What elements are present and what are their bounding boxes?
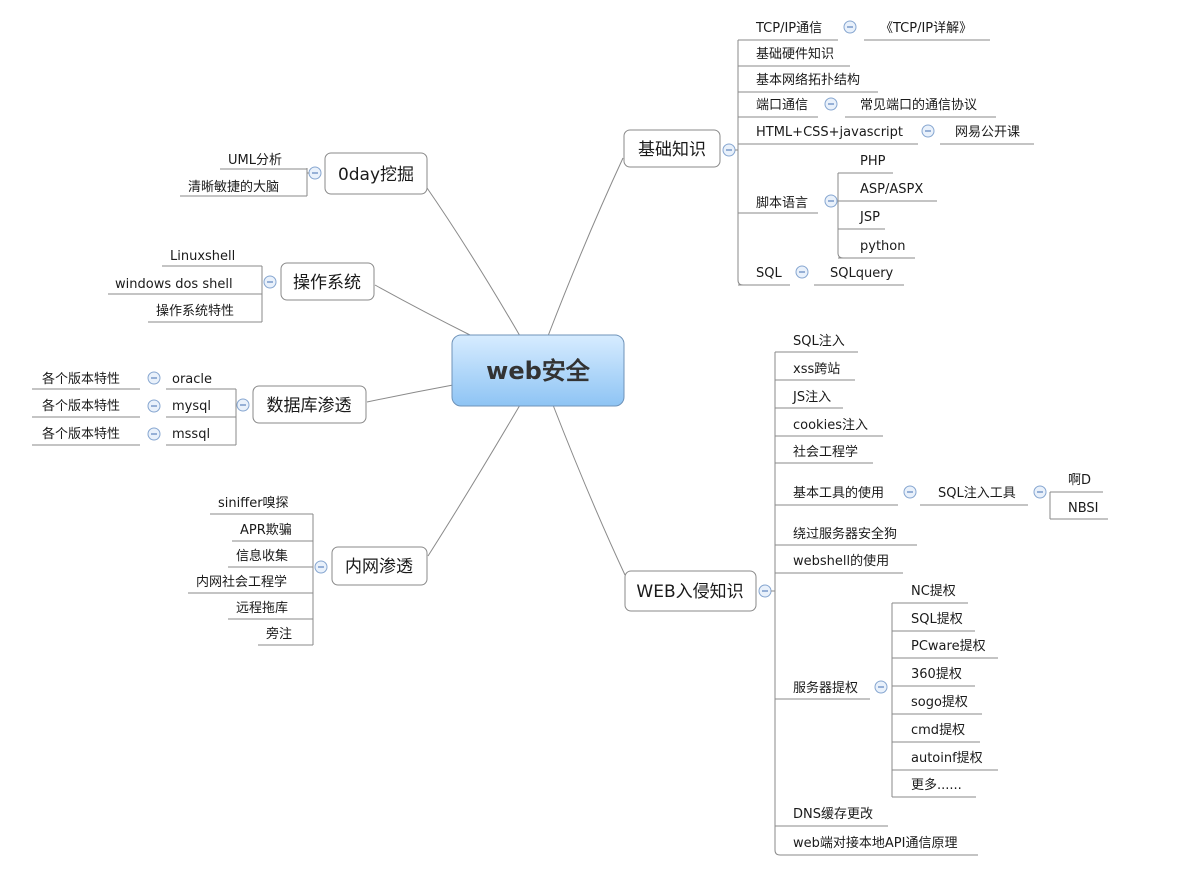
- leaf-script[interactable]: 脚本语言: [756, 195, 808, 211]
- node-db-label: 数据库渗透: [267, 396, 352, 416]
- collapse-toggle-icon[interactable]: [314, 560, 328, 574]
- collapse-toggle-icon[interactable]: [147, 427, 161, 441]
- leaf-social-engineering[interactable]: 社会工程学: [793, 444, 858, 460]
- leaf-tool-nbsi[interactable]: NBSI: [1068, 501, 1099, 516]
- leaf-basic-tools[interactable]: 基本工具的使用: [793, 485, 884, 501]
- leaf-sniffer[interactable]: siniffer嗅探: [218, 496, 289, 511]
- collapse-toggle-icon[interactable]: [758, 584, 772, 598]
- leaf-mysql[interactable]: mysql: [172, 399, 211, 414]
- node-db[interactable]: 数据库渗透: [252, 385, 367, 424]
- node-web[interactable]: WEB入侵知识: [624, 570, 757, 612]
- leaf-os-features[interactable]: 操作系统特性: [156, 303, 234, 319]
- leaf-webshell[interactable]: webshell的使用: [793, 553, 889, 569]
- collapse-toggle-icon[interactable]: [824, 194, 838, 208]
- collapse-toggle-icon[interactable]: [843, 20, 857, 34]
- leaf-topology[interactable]: 基本网络拓扑结构: [756, 72, 860, 88]
- leaf-privesc-autoinf[interactable]: autoinf提权: [911, 750, 983, 766]
- node-os[interactable]: 操作系统: [280, 262, 375, 301]
- 0day-branch-lines: [180, 167, 309, 197]
- root-connectors: [366, 157, 626, 576]
- node-basics[interactable]: 基础知识: [623, 129, 721, 168]
- node-0day-label: 0day挖掘: [338, 165, 414, 185]
- collapse-toggle-icon[interactable]: [874, 680, 888, 694]
- leaf-info-gathering[interactable]: 信息收集: [236, 548, 288, 564]
- collapse-toggle-icon[interactable]: [795, 265, 809, 279]
- leaf-bypass-safedog[interactable]: 绕过服务器安全狗: [793, 526, 897, 542]
- leaf-privesc-sogo[interactable]: sogo提权: [911, 694, 968, 710]
- node-intranet-label: 内网渗透: [345, 557, 413, 577]
- leaf-dos-shell[interactable]: windows dos shell: [115, 277, 233, 292]
- leaf-linuxshell[interactable]: Linuxshell: [170, 249, 235, 264]
- leaf-script-python[interactable]: python: [860, 239, 905, 254]
- basics-branch-lines: [735, 39, 1034, 286]
- leaf-sqli[interactable]: SQL注入: [793, 334, 845, 349]
- leaf-privesc[interactable]: 服务器提权: [793, 680, 858, 696]
- leaf-local-api[interactable]: web端对接本地API通信原理: [793, 835, 957, 851]
- collapse-toggle-icon[interactable]: [903, 485, 917, 499]
- leaf-sqli-tools[interactable]: SQL注入工具: [938, 486, 1016, 501]
- leaf-privesc-more[interactable]: 更多......: [911, 777, 962, 793]
- leaf-script-php[interactable]: PHP: [860, 154, 886, 169]
- collapse-toggle-icon[interactable]: [308, 166, 322, 180]
- leaf-sql[interactable]: SQL: [756, 266, 782, 281]
- node-0day[interactable]: 0day挖掘: [324, 152, 428, 195]
- leaf-tool-ad[interactable]: 啊D: [1068, 473, 1091, 488]
- leaf-mssql[interactable]: mssql: [172, 427, 210, 442]
- leaf-mysql-versions[interactable]: 各个版本特性: [42, 398, 120, 414]
- collapse-toggle-icon[interactable]: [722, 143, 736, 157]
- collapse-toggle-icon[interactable]: [236, 398, 250, 412]
- collapse-toggle-icon[interactable]: [921, 124, 935, 138]
- node-basics-label: 基础知识: [638, 140, 706, 160]
- intranet-branch-lines: [188, 513, 314, 646]
- node-os-label: 操作系统: [293, 273, 361, 293]
- leaf-privesc-sql[interactable]: SQL提权: [911, 611, 963, 627]
- collapse-toggle-icon[interactable]: [147, 371, 161, 385]
- leaf-remote-dump[interactable]: 远程拖库: [236, 600, 288, 616]
- root-label: web安全: [486, 357, 591, 385]
- leaf-intranet-social[interactable]: 内网社会工程学: [196, 574, 287, 590]
- leaf-tcpip[interactable]: TCP/IP通信: [755, 21, 822, 36]
- collapse-toggle-icon[interactable]: [824, 97, 838, 111]
- leaf-mssql-versions[interactable]: 各个版本特性: [42, 426, 120, 442]
- leaf-script-jsp[interactable]: JSP: [859, 210, 880, 225]
- leaf-side-injection[interactable]: 旁注: [266, 626, 292, 642]
- leaf-sqlquery[interactable]: SQLquery: [830, 266, 894, 281]
- leaf-hardware[interactable]: 基础硬件知识: [756, 46, 834, 62]
- leaf-tcpip-book[interactable]: 《TCP/IP详解》: [880, 21, 972, 36]
- leaf-port-protocols[interactable]: 常见端口的通信协议: [860, 97, 977, 113]
- leaf-dns-cache[interactable]: DNS缓存更改: [793, 807, 873, 822]
- leaf-privesc-pcware[interactable]: PCware提权: [911, 638, 986, 654]
- node-intranet[interactable]: 内网渗透: [331, 546, 428, 586]
- leaf-brain[interactable]: 清晰敏捷的大脑: [188, 179, 279, 195]
- leaf-html[interactable]: HTML+CSS+javascript: [756, 125, 903, 140]
- leaf-privesc-360[interactable]: 360提权: [911, 666, 962, 682]
- leaf-oracle-versions[interactable]: 各个版本特性: [42, 371, 120, 387]
- root-node[interactable]: web安全: [451, 334, 625, 407]
- collapse-toggle-icon[interactable]: [1033, 485, 1047, 499]
- web-branch-lines: [771, 351, 1108, 856]
- os-branch-lines: [108, 265, 263, 323]
- node-web-label: WEB入侵知识: [636, 582, 743, 602]
- leaf-js-injection[interactable]: JS注入: [792, 390, 831, 405]
- leaf-port[interactable]: 端口通信: [756, 98, 808, 113]
- collapse-toggle-icon[interactable]: [263, 275, 277, 289]
- leaf-xss[interactable]: xss跨站: [793, 362, 840, 377]
- leaf-privesc-nc[interactable]: NC提权: [911, 583, 956, 599]
- leaf-privesc-cmd[interactable]: cmd提权: [911, 722, 965, 738]
- leaf-cookies-injection[interactable]: cookies注入: [793, 418, 868, 433]
- leaf-html-course[interactable]: 网易公开课: [955, 125, 1020, 140]
- db-branch-lines: [32, 388, 237, 446]
- leaf-arp[interactable]: APR欺骗: [240, 523, 292, 538]
- collapse-toggle-icon[interactable]: [147, 399, 161, 413]
- leaf-oracle[interactable]: oracle: [172, 372, 212, 387]
- leaf-script-asp[interactable]: ASP/ASPX: [860, 182, 923, 197]
- leaf-uml[interactable]: UML分析: [228, 153, 282, 168]
